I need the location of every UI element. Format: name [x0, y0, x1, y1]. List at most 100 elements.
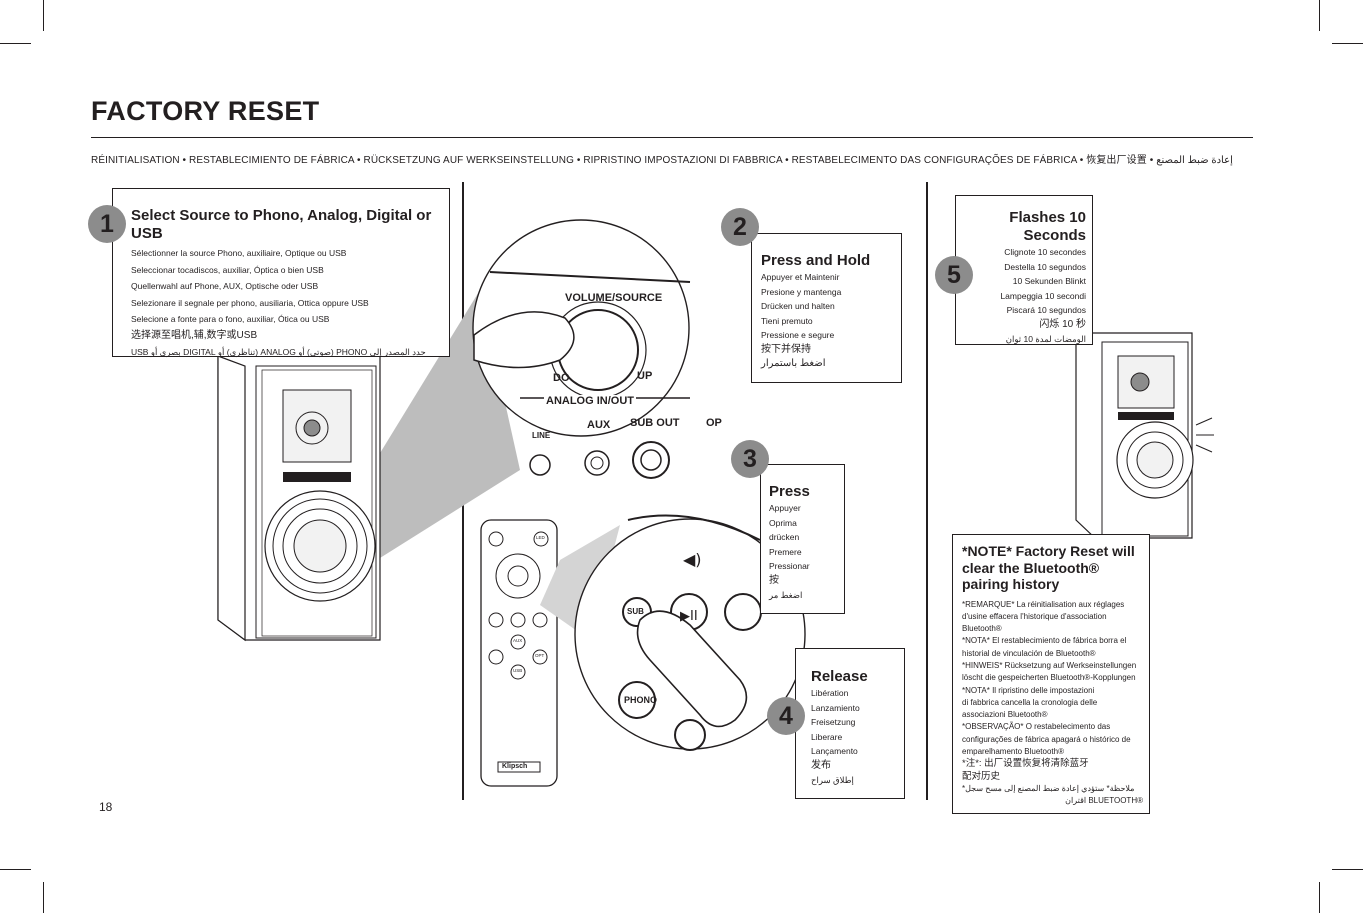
- knob-label: VOLUME/SOURCE: [565, 292, 663, 304]
- note-line: di fabbrica cancella la cronologia delle: [962, 697, 1098, 707]
- note-heading-line: *NOTE* Factory Reset will: [962, 543, 1135, 559]
- note-line: 配对历史: [962, 770, 1001, 782]
- step-1-line: Quellenwahl auf Phone, AUX, Optische ode…: [131, 281, 319, 291]
- note-line: historial de vinculación de Bluetooth®: [962, 648, 1096, 658]
- step-1-heading: Select Source to Phono, Analog, Digital …: [131, 207, 432, 242]
- step-2-line: اضغط باستمرار: [761, 358, 826, 369]
- step-1-line: Selecione a fonte para o fono, auxiliar,…: [131, 314, 330, 324]
- remote-usb-label: USB: [513, 668, 523, 673]
- step-4-line: Lanzamiento: [811, 702, 860, 713]
- step-2-line: Tieni premuto: [761, 315, 813, 326]
- step-5-box: Flashes 10 Seconds Clignote 10 secondes …: [955, 195, 1093, 345]
- step-2-line: 按下并保持: [761, 343, 811, 355]
- note-line: اقتران BLUETOOTH®: [1065, 796, 1143, 806]
- crop-mark: [0, 869, 31, 870]
- step-5-line: Piscará 10 segundos: [1006, 305, 1086, 315]
- note-line: d'usine effacera l'historique d'associat…: [962, 611, 1107, 621]
- remote-opt-label: OPT: [535, 653, 545, 658]
- step-3-line: 按: [769, 574, 779, 586]
- note-line: associazioni Bluetooth®: [962, 710, 1048, 720]
- note-line: *注*: 出厂设置恢复将清除蓝牙: [962, 758, 1089, 770]
- step-2-badge: 2: [721, 208, 759, 246]
- jack-op-label: OP: [706, 417, 722, 429]
- note-line: configurações de fábrica apagará o histó…: [962, 734, 1131, 744]
- step-1-line: 选择源至唱机,辅,数字或USB: [131, 329, 258, 341]
- column-divider: [926, 182, 928, 800]
- note-box: *NOTE* Factory Reset will clear the Blue…: [952, 534, 1150, 814]
- step-5-line: 10 Sekunden Blinkt: [1012, 276, 1086, 286]
- step-5-line: الومضات لمدة 10 ثوان: [1005, 334, 1086, 344]
- step-5-line: Clignote 10 secondes: [1004, 247, 1086, 257]
- step-3-badge: 3: [731, 440, 769, 478]
- step-1-line: Selezionare il segnale per phono, ausili…: [131, 297, 369, 308]
- note-line: löscht die gespeicherten Bluetooth®-Kopp…: [962, 673, 1136, 683]
- note-line: *HINWEIS* Rücksetzung auf Werkseinstellu…: [962, 660, 1137, 670]
- panel-label: ANALOG IN/OUT: [544, 395, 636, 407]
- step-4-line: Lançamento: [811, 746, 858, 756]
- crop-mark: [0, 43, 31, 44]
- crop-mark: [43, 0, 44, 31]
- step-5-heading: Flashes 10 Seconds: [1009, 209, 1086, 244]
- crop-mark: [1332, 869, 1363, 870]
- step-1-box: Select Source to Phono, Analog, Digital …: [112, 188, 450, 357]
- remote-aux-label: AUX: [513, 638, 523, 643]
- note-line: Bluetooth®: [962, 624, 1002, 634]
- crop-mark: [1319, 882, 1320, 913]
- step-5-line: Lampeggia 10 secondi: [1000, 290, 1086, 301]
- note-line: emparelhamento Bluetooth®: [962, 747, 1064, 757]
- page-number: 18: [99, 800, 113, 814]
- crop-mark: [43, 882, 44, 913]
- step-3-heading: Press: [769, 483, 810, 500]
- note-line: *REMARQUE* La réinitialisation aux régla…: [962, 599, 1125, 609]
- step-3-line: Premere: [769, 546, 802, 557]
- step-4-badge: 4: [767, 697, 805, 735]
- step-4-line: Freisetzung: [811, 717, 856, 727]
- page-subtitle: RÉINITIALISATION • RESTABLECIMIENTO DE F…: [91, 155, 1233, 166]
- step-2-line: Drücken und halten: [761, 301, 835, 311]
- step-3-line: Appuyer: [769, 503, 801, 513]
- step-5-line: Destella 10 segundos: [1004, 261, 1086, 272]
- step-2-box: Press and Hold Appuyer et Maintenir Pres…: [751, 233, 902, 383]
- note-heading-line: clear the Bluetooth®: [962, 559, 1100, 576]
- step-2-line: Appuyer et Maintenir: [761, 272, 840, 282]
- step-3-line: drücken: [769, 532, 800, 542]
- remote-phono-label: PHONO: [624, 695, 658, 705]
- step-4-heading: Release: [811, 668, 868, 685]
- svg-text:◀): ◀): [683, 550, 702, 569]
- step-5-badge: 5: [935, 256, 973, 294]
- jack-aux-label: AUX: [587, 419, 611, 431]
- note-heading-line: pairing history: [962, 576, 1060, 592]
- step-1-badge: 1: [88, 205, 126, 243]
- crop-mark: [1332, 43, 1363, 44]
- note-line: *NOTA* Il ripristino delle impostazioni: [962, 685, 1095, 695]
- note-line: *ملاحظة* ستؤدي إعادة ضبط المصنع إلى مسح …: [962, 783, 1135, 793]
- crop-mark: [1319, 0, 1320, 31]
- knob-up-label: UP: [637, 370, 653, 382]
- jack-line-label: LINE: [532, 431, 551, 440]
- page-title: FACTORY RESET: [91, 96, 320, 126]
- step-1-line: Seleccionar tocadiscos, auxiliar, Óptica…: [131, 264, 324, 275]
- step-3-line: Pressionar: [769, 561, 810, 571]
- title-rule: [91, 137, 1253, 138]
- remote-led-label: LED: [536, 535, 545, 540]
- step-2-line: Presione y mantenga: [761, 286, 842, 297]
- step-4-line: إطلاق سراح: [811, 775, 854, 785]
- step-1-line: Sélectionner la source Phono, auxiliaire…: [131, 248, 347, 258]
- step-3-box: Press Appuyer Oprima drücken Premere Pre…: [760, 464, 845, 614]
- svg-text:▶II: ▶II: [680, 609, 698, 624]
- step-2-heading: Press and Hold: [761, 252, 871, 269]
- remote-brand-logo: Klipsch: [502, 763, 528, 770]
- step-2-line: Pressione e segure: [761, 330, 835, 340]
- step-5-line: 闪烁 10 秒: [1039, 318, 1086, 330]
- step-4-box: Release Libération Lanzamiento Freisetzu…: [795, 648, 905, 799]
- note-line: *NOTA* El restablecimiento de fábrica bo…: [962, 636, 1127, 646]
- step-4-line: Libération: [811, 688, 849, 698]
- remote-sub-label: SUB: [627, 607, 644, 616]
- knob-down-label: DO: [553, 372, 570, 384]
- step-3-line: اضغط مر: [769, 590, 803, 600]
- step-4-line: Liberare: [811, 731, 843, 742]
- jack-subout-label: SUB OUT: [630, 417, 680, 429]
- step-3-line: Oprima: [769, 517, 797, 528]
- step-1-line: حدد المصدر إلى PHONO (صوتي) أو ANALOG (ت…: [131, 347, 426, 357]
